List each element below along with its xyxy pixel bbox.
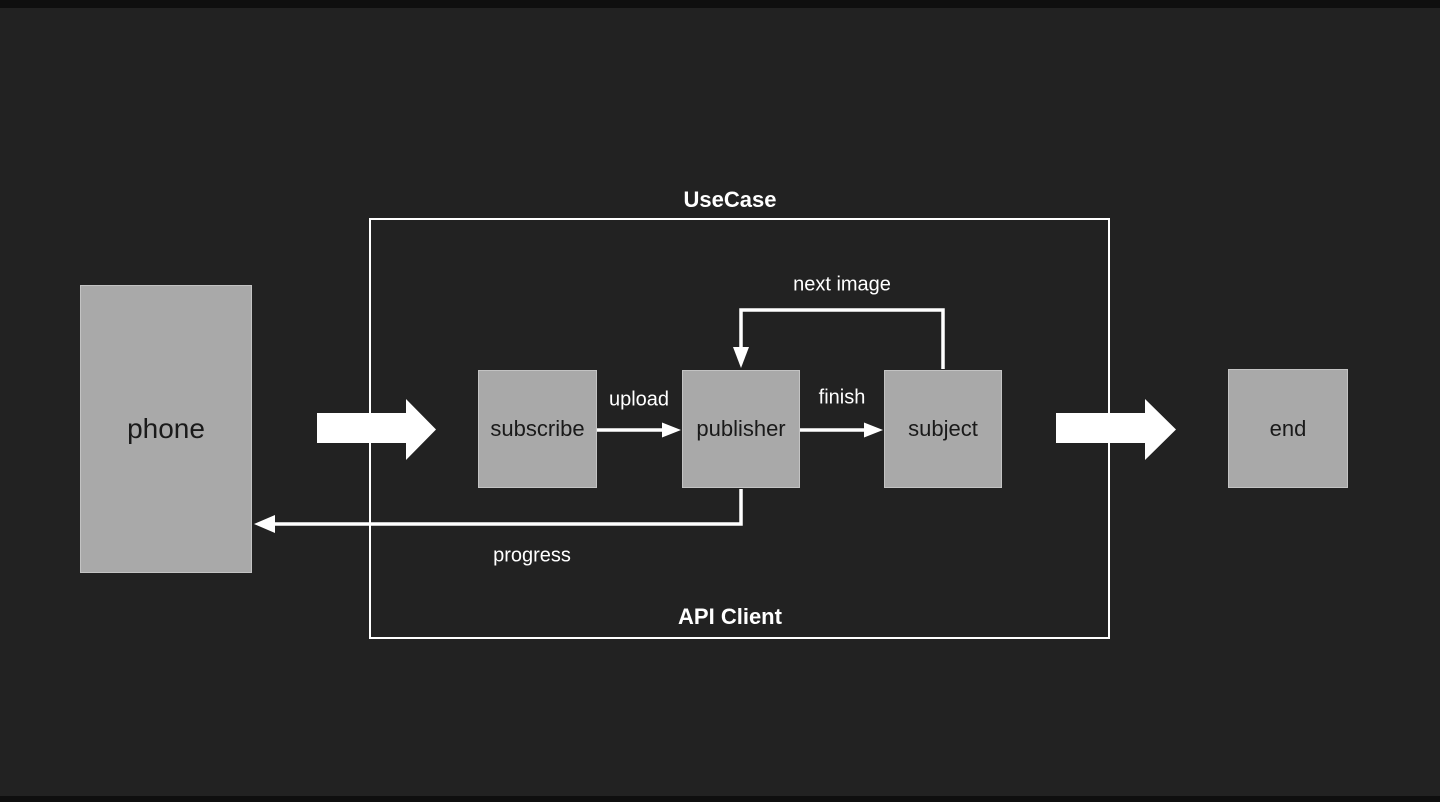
letterbox-top-bar xyxy=(0,0,1440,8)
progress-edge-label: progress xyxy=(493,544,571,567)
progress-arrowhead xyxy=(254,515,275,533)
usecase-title: UseCase xyxy=(683,187,777,212)
api-client-label: API Client xyxy=(678,604,782,629)
publisher-node: publisher xyxy=(682,370,800,488)
phone-node: phone xyxy=(80,285,252,573)
letterbox-bottom-bar xyxy=(0,796,1440,802)
upload-edge-label: upload xyxy=(608,388,670,411)
subscribe-node: subscribe xyxy=(478,370,597,488)
finish-edge-label: finish xyxy=(818,386,866,409)
end-node: end xyxy=(1228,369,1348,488)
next-image-edge-label: next image xyxy=(793,273,891,296)
subject-node: subject xyxy=(884,370,1002,488)
